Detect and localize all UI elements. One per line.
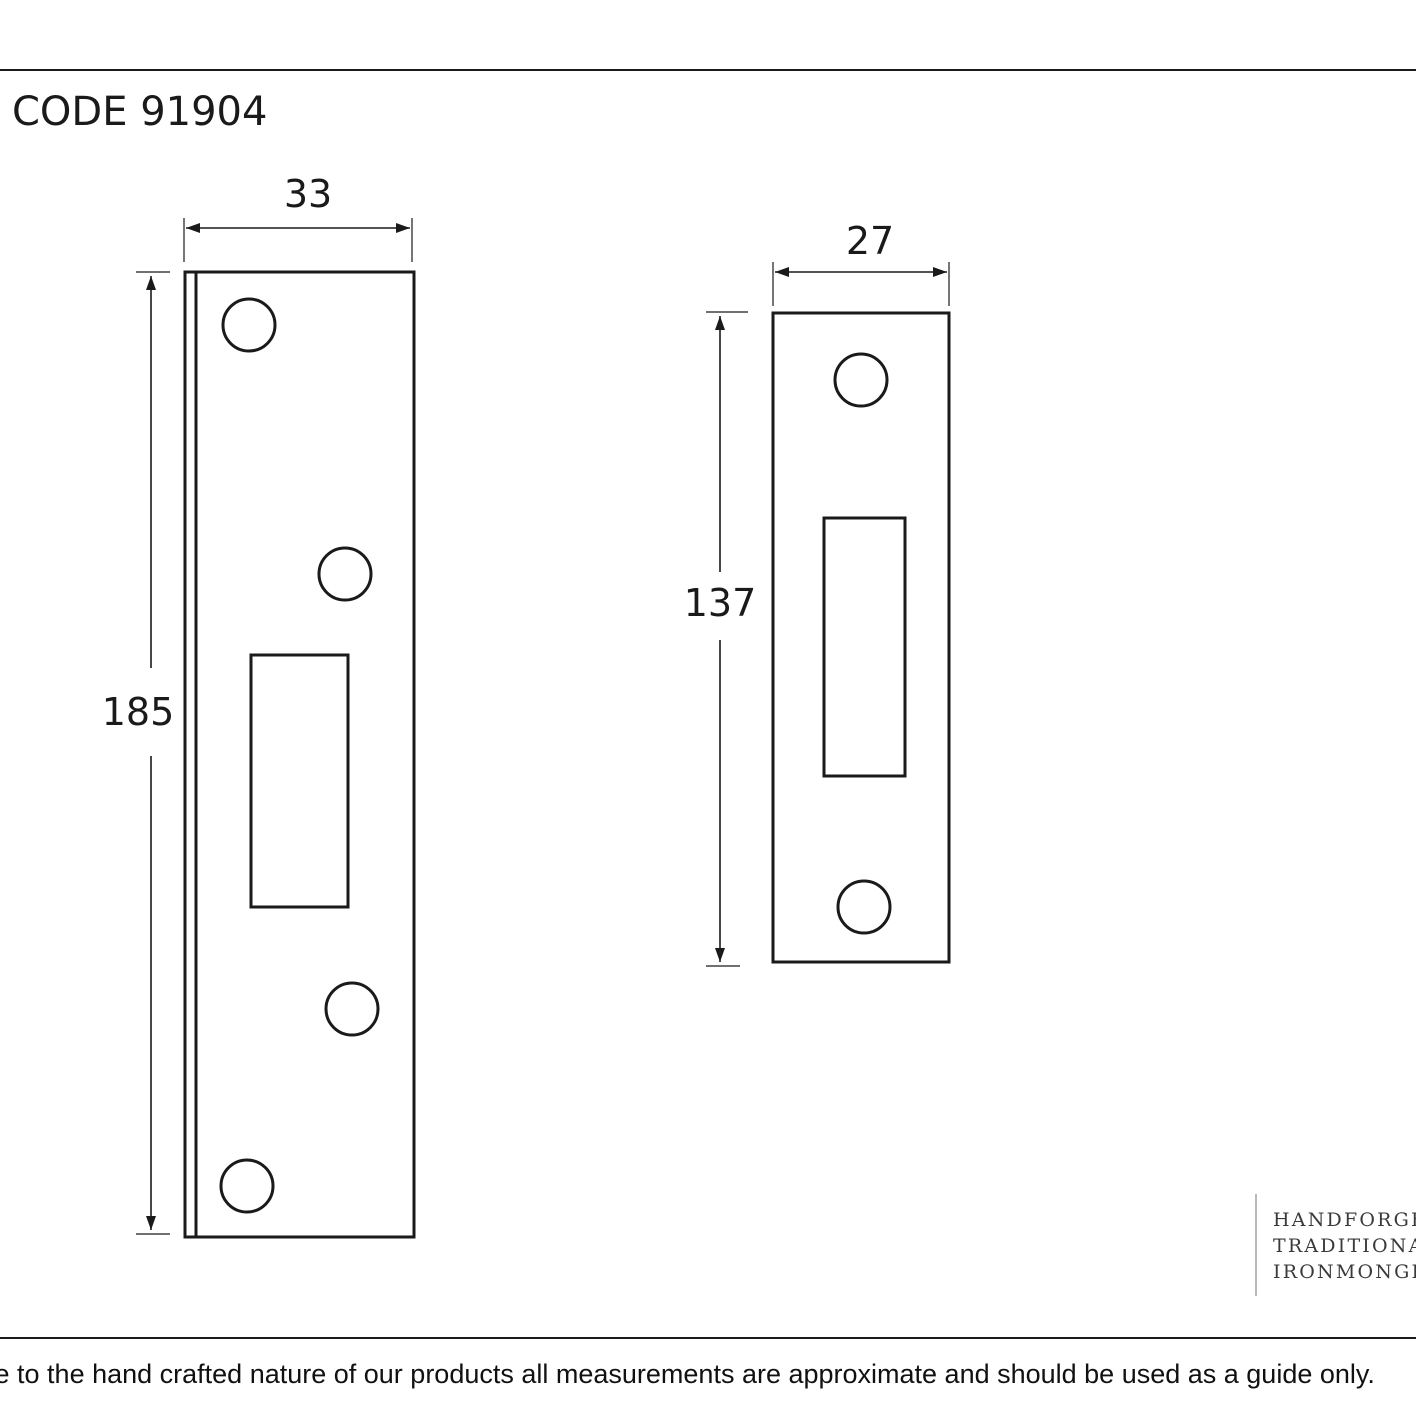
screw-hole [221, 297, 277, 353]
bolt-slot [822, 516, 907, 778]
brand-logo: HANDFORGED TRADITIONAL IRONMONGERY [1255, 1194, 1416, 1296]
striking-plate-drawing: 27 137 [684, 219, 951, 967]
arrow-right-icon [933, 267, 947, 277]
arrow-up-icon [146, 276, 156, 290]
arrow-down-icon [715, 948, 725, 962]
height-dimension-label: 137 [684, 581, 757, 625]
arrow-left-icon [186, 223, 200, 233]
arrow-right-icon [396, 223, 410, 233]
screw-hole [833, 352, 889, 408]
arrow-up-icon [715, 316, 725, 330]
bolt-slot [249, 653, 350, 909]
product-code: CODE 91904 [12, 89, 267, 135]
forend-plate-drawing: 33 185 [102, 172, 416, 1239]
screw-hole [219, 1158, 275, 1214]
brand-line-1: HANDFORGED [1273, 1209, 1416, 1231]
screw-hole [836, 879, 892, 935]
brand-line-3: IRONMONGERY [1273, 1261, 1416, 1283]
brand-line-2: TRADITIONAL [1273, 1235, 1416, 1257]
width-dimension-label: 27 [846, 219, 894, 263]
height-dimension-label: 185 [102, 690, 175, 734]
arrow-left-icon [775, 267, 789, 277]
forend-plate-outline [183, 270, 416, 1239]
width-dimension-label: 33 [284, 172, 332, 216]
measurement-disclaimer: Due to the hand crafted nature of our pr… [0, 1359, 1375, 1389]
arrow-down-icon [146, 1216, 156, 1230]
screw-hole [324, 981, 380, 1037]
screw-hole [317, 546, 373, 602]
